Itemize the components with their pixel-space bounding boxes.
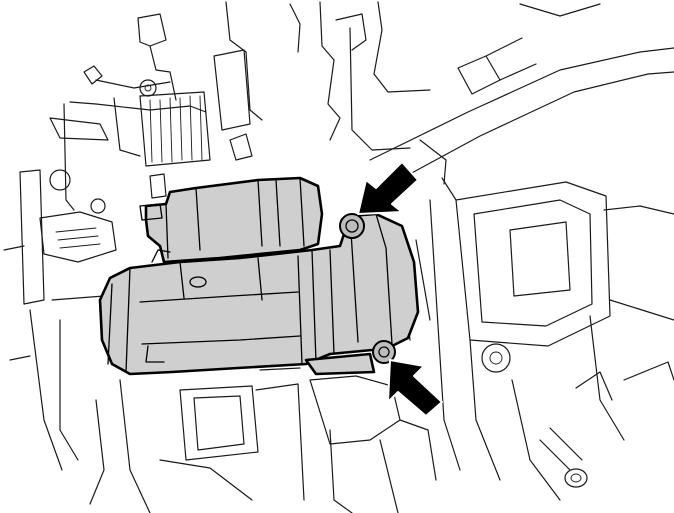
upper-bolt-arrow (357, 161, 419, 215)
starter-solenoid (144, 176, 324, 264)
lower-bolt-arrow (387, 359, 443, 417)
starter-motor (98, 176, 420, 376)
upper-mounting-bolt (339, 213, 365, 239)
lower-mounting-bolt (372, 340, 396, 364)
engine-block-lineart (3, 1, 674, 513)
